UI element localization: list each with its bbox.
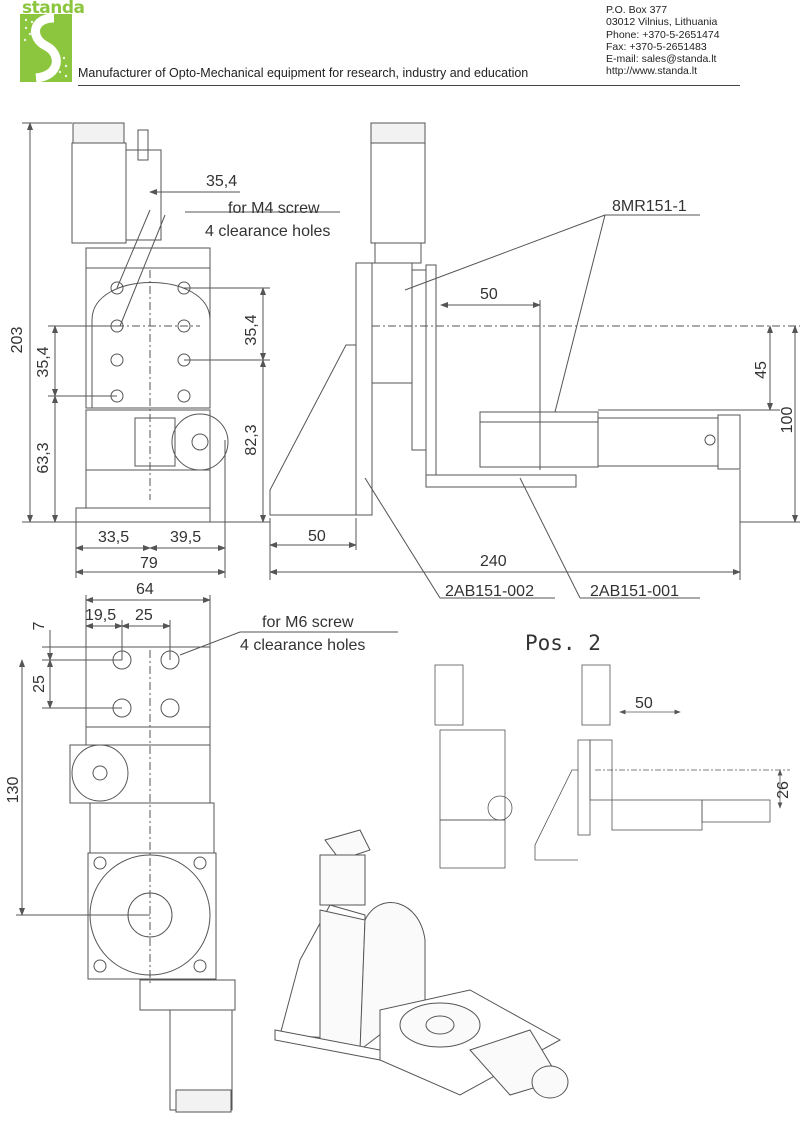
top-view	[16, 595, 398, 1113]
dim-64: 64	[136, 581, 154, 598]
dim-25-v: 25	[31, 675, 48, 693]
company-tagline: Manufacturer of Opto-Mechanical equipmen…	[78, 66, 529, 80]
side-view	[269, 122, 800, 599]
top-view-labels: 64 7 19,5 25 25 130 for M6 screw 4 clear…	[5, 581, 365, 803]
m4-screw-note: for M4 screw	[228, 200, 320, 217]
dim-63-3: 63,3	[35, 442, 52, 473]
contact-phone: Phone: +370-5-2651474	[606, 28, 720, 41]
pos2-dim-26: 26	[775, 781, 792, 799]
dim-50-top: 50	[480, 286, 498, 303]
dim-130: 130	[5, 777, 22, 804]
dim-7: 7	[31, 621, 48, 630]
contact-address: P.O. Box 377	[606, 4, 668, 16]
dim-33-5: 33,5	[98, 529, 129, 546]
isometric-view	[274, 829, 569, 1099]
contact-block: P.O. Box 377 03012 Vilnius, Lithuania Ph…	[606, 4, 720, 78]
pos2-view	[434, 664, 790, 869]
dim-25-h: 25	[135, 607, 153, 624]
m4-holes-note: 4 clearance holes	[205, 223, 330, 240]
front-view-labels: 203 35,4 35,4 63,3 82,3 33,5 39,5 79 for…	[9, 173, 330, 572]
dim-35-4-b: 35,4	[243, 314, 260, 345]
m6-screw-note: for M6 screw	[262, 614, 354, 631]
dim-240: 240	[480, 553, 507, 570]
mount-holes	[110, 281, 191, 403]
dim-39-5: 39,5	[170, 529, 201, 546]
part-2ab151-001: 2AB151-001	[590, 583, 679, 600]
contact-email: E-mail: sales@standa.lt	[606, 53, 717, 66]
dim-82-3: 82,3	[243, 424, 260, 455]
dim-50-bottom: 50	[308, 528, 326, 545]
front-view	[22, 122, 340, 578]
contact-city: 03012 Vilnius, Lithuania	[606, 16, 718, 29]
brand-name: standa	[22, 0, 85, 18]
dim-19-5: 19,5	[85, 607, 116, 624]
contact-fax: Fax: +370-5-2651483	[606, 40, 707, 53]
part-2ab151-002: 2AB151-002	[445, 583, 534, 600]
dim-203: 203	[9, 327, 26, 354]
side-view-labels: 50 45 100 50 240 8MR151-1 2AB151-002 2AB…	[308, 198, 796, 600]
pos2-title: Pos. 2	[525, 631, 601, 655]
dim-45: 45	[753, 361, 770, 379]
standa-logo-icon	[20, 14, 72, 82]
dim-35-4-a: 35,4	[206, 173, 237, 190]
part-8mr151-1: 8MR151-1	[612, 198, 687, 215]
pos2-dim-50: 50	[635, 695, 653, 712]
dim-79: 79	[140, 555, 158, 572]
dim-35-4-left: 35,4	[35, 346, 52, 377]
header-divider	[78, 85, 740, 86]
m6-holes-note: 4 clearance holes	[240, 637, 365, 654]
contact-website: http://www.standa.lt	[606, 65, 698, 78]
dim-100: 100	[779, 407, 796, 434]
